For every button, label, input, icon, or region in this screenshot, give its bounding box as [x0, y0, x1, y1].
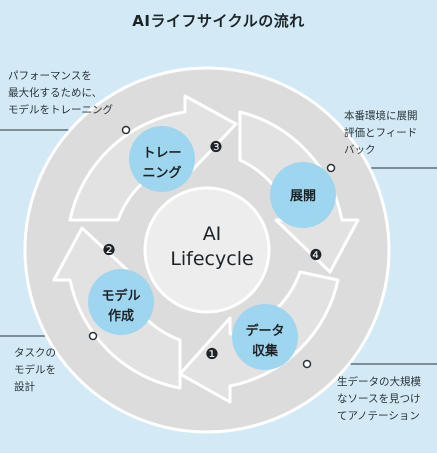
stage-label-design-line1: モデル [101, 288, 140, 304]
stage-label-training-line1: トレー [142, 146, 181, 161]
stage-label-collect-line2: 収集 [252, 343, 279, 359]
stage-label-deploy-line1: 展開 [290, 189, 316, 204]
note-design-line3: 設計 [14, 381, 35, 393]
stage-number-deploy: ❹ [309, 246, 322, 264]
note-collect-line2: なソースを見つけ [337, 393, 421, 405]
note-training-line1: パフォーマンスを [8, 70, 92, 82]
stage-label-training-line2: ニング [142, 165, 181, 181]
diagram-title: AIライフサイクルの流れ [132, 12, 305, 30]
center-label-line2: Lifecycle [170, 248, 253, 270]
stage-circle-collect [232, 304, 298, 370]
note-deploy-line3: バック [344, 144, 376, 156]
stage-circle-deploy [270, 162, 336, 228]
note-design: タスクの モデルを 設計 [14, 345, 56, 396]
note-training-line3: モデルをトレーニング [8, 104, 113, 116]
center-circle [143, 186, 271, 314]
stage-circle-design [88, 269, 154, 335]
leader-dot-design [88, 331, 98, 341]
note-collect-line3: てアノテーション [337, 410, 420, 422]
leader-dot-deploy [326, 163, 336, 173]
center-label-line1: AI [203, 223, 222, 245]
note-design-line2: モデルを [14, 364, 56, 376]
note-design-line1: タスクの [14, 347, 56, 359]
note-training-line2: 最大化するために、 [8, 87, 103, 99]
stage-circle-training [129, 126, 195, 192]
stage-label-collect-line1: データ [245, 323, 284, 339]
leader-dot-collect [302, 359, 312, 369]
note-collect: 生データの大規模 なソースを見つけ てアノテーション [337, 374, 421, 425]
stage-label-design-line2: 作成 [108, 308, 134, 324]
note-deploy: 本番環境に展開 評価とフィード バック [344, 108, 418, 159]
note-training: パフォーマンスを 最大化するために、 モデルをトレーニング [8, 68, 113, 119]
stage-number-collect: ❶ [205, 345, 218, 363]
leader-dot-training [121, 125, 131, 135]
note-deploy-line1: 本番環境に展開 [344, 110, 418, 122]
stage-number-design: ❷ [102, 241, 115, 259]
note-deploy-line2: 評価とフィード [344, 127, 418, 139]
note-collect-line1: 生データの大規模 [337, 376, 421, 388]
stage-number-training: ❸ [209, 138, 222, 156]
